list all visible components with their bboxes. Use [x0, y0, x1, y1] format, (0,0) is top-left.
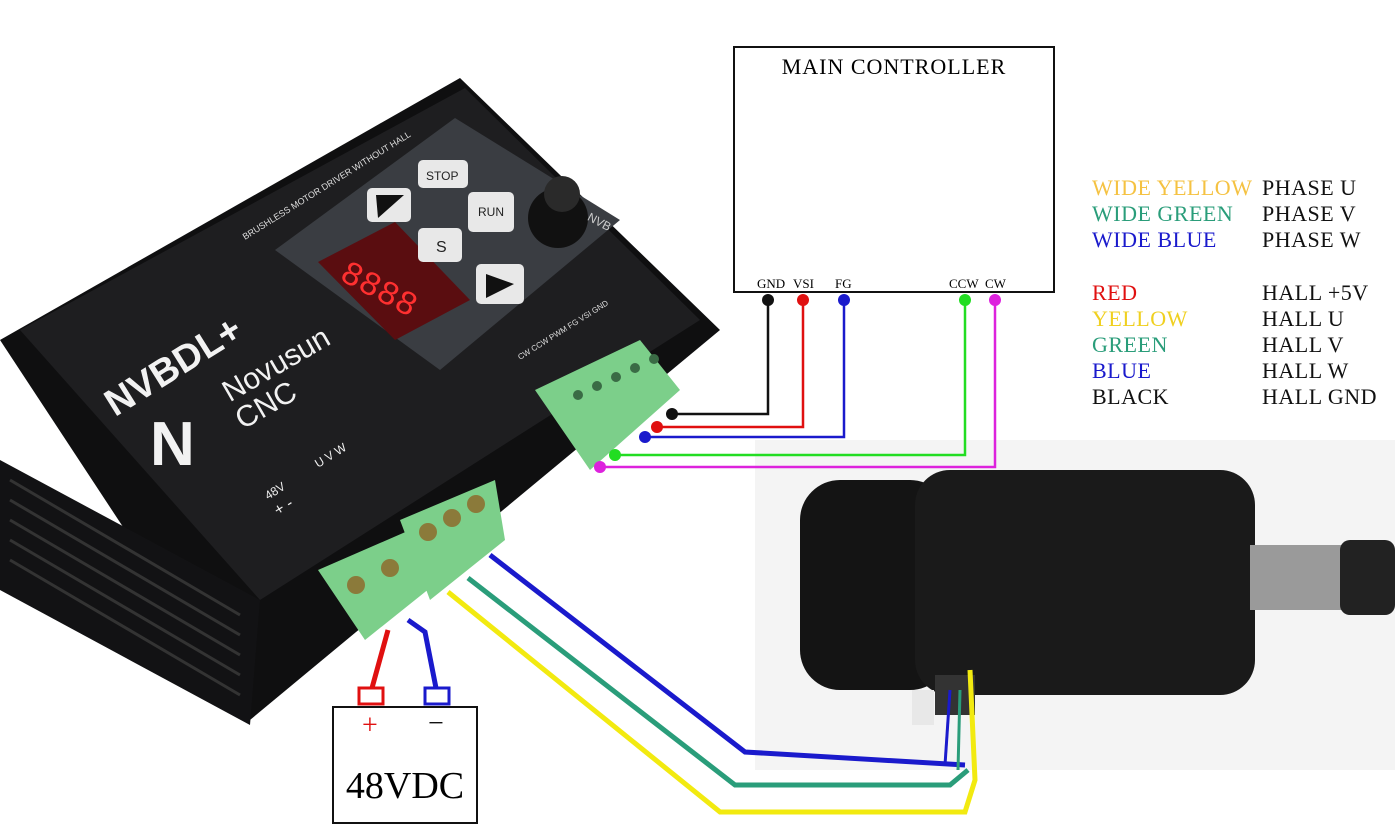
- battery-minus-sign: −: [428, 708, 444, 739]
- signal-terminal-block: [535, 340, 680, 470]
- stop-label: STOP: [426, 169, 458, 183]
- legend-wire-hall-u: YELLOW: [1092, 306, 1188, 331]
- legend-signal-phase-w: PHASE W: [1262, 227, 1362, 252]
- legend-wire-hall-5v: RED: [1092, 280, 1138, 305]
- wire-gnd: [672, 300, 770, 416]
- wire-vsi: [657, 300, 805, 429]
- power-wire-plus: [369, 629, 391, 689]
- legend-signal-phase-v: PHASE V: [1262, 201, 1357, 226]
- phase-wire-w: [488, 553, 966, 768]
- power-wires: [369, 617, 439, 689]
- pin-label-vsi: VSI: [793, 276, 814, 291]
- legend-signal-hall-v: HALL V: [1262, 332, 1344, 357]
- motor-end-cap: [800, 480, 950, 690]
- legend-signal-hall-u: HALL U: [1262, 306, 1345, 331]
- up-arrow-icon: [376, 195, 404, 218]
- wire-fg: [645, 300, 846, 439]
- phase-wire-u: [446, 590, 978, 815]
- legend-wire-hall-v: GREEN: [1092, 332, 1168, 357]
- button-stop: [418, 160, 468, 188]
- phase-wire-v: [466, 576, 970, 788]
- battery-label: 48VDC: [345, 765, 465, 807]
- legend-signal-hall-5v: HALL +5V: [1262, 280, 1369, 305]
- legend-wire-phase-u: WIDE YELLOW: [1092, 175, 1253, 200]
- battery-plus-terminal: [357, 686, 385, 706]
- right-arrow-icon: [486, 274, 514, 298]
- button-run: [468, 192, 514, 232]
- pin-label-gnd: GND: [757, 276, 786, 291]
- motor-shaft: [1250, 545, 1350, 610]
- led-display: [318, 222, 470, 340]
- run-label: RUN: [478, 205, 504, 219]
- pin-label-cw: CW: [985, 276, 1006, 291]
- wire-dots: [594, 294, 1001, 473]
- novusun-logo: N: [150, 410, 195, 479]
- s-label: S: [436, 239, 447, 256]
- driver-front-face: [0, 460, 260, 725]
- power-terminal-block: [318, 530, 440, 640]
- wire-ccw: [615, 300, 967, 457]
- brushless-motor: [800, 470, 1395, 725]
- power-wire-minus: [406, 617, 439, 689]
- legend-wire-hall-w: BLUE: [1092, 358, 1152, 383]
- legend-signal-phase-u: PHASE U: [1262, 175, 1357, 200]
- legend-wire-phase-v: WIDE GREEN: [1092, 201, 1234, 226]
- motor-driver: 8888 STOP S RUN NVB NVBDL+ Novusun CNC N…: [0, 78, 720, 725]
- main-controller-box: MAIN CONTROLLER GND VSI FG CCW CW: [733, 46, 1055, 293]
- legend-wire-hall-gnd: BLACK: [1092, 384, 1170, 409]
- legend-wire-phase-w: WIDE BLUE: [1092, 227, 1217, 252]
- pin-label-fg: FG: [835, 276, 852, 291]
- motor-collet: [1340, 540, 1395, 615]
- hall-connector: [912, 690, 934, 725]
- pin-label-ccw: CCW: [949, 276, 979, 291]
- battery: + − 48VDC: [332, 706, 478, 824]
- signal-wires: [600, 300, 997, 469]
- battery-plus-sign: +: [362, 710, 378, 741]
- speed-knob-top: [544, 176, 580, 212]
- motor-body: [915, 470, 1255, 695]
- phase-wires: [446, 553, 978, 815]
- battery-minus-terminal: [423, 686, 451, 706]
- button-s: [418, 228, 462, 262]
- main-controller-title: MAIN CONTROLLER: [781, 54, 1007, 79]
- wire-cw: [600, 300, 997, 469]
- legend-signal-hall-w: HALL W: [1262, 358, 1349, 383]
- legend-signal-hall-gnd: HALL GND: [1262, 384, 1377, 409]
